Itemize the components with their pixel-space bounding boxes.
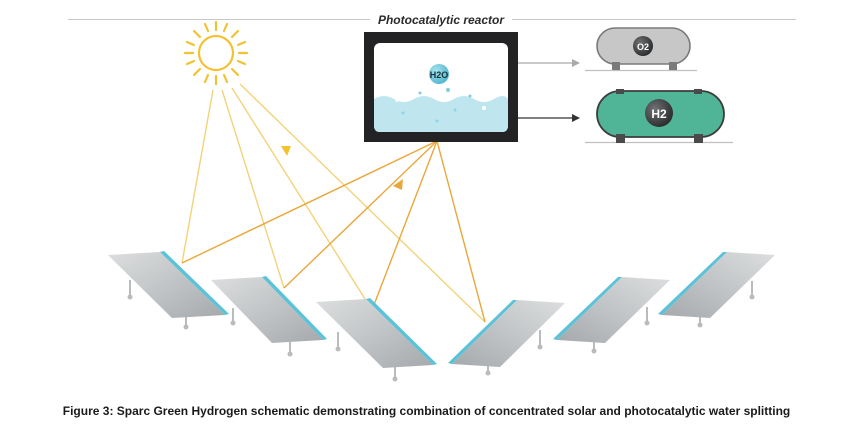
reflect-arrow-icon	[393, 179, 403, 190]
heliostat-panel-6	[658, 252, 775, 328]
photocatalytic-reactor	[364, 32, 518, 142]
sun-rays	[181, 83, 486, 323]
heliostat-panel-4	[448, 300, 565, 376]
h2-tank: H2	[585, 89, 733, 144]
ray-arrow-icon	[281, 146, 291, 156]
heliostat-panel-3	[316, 298, 437, 382]
o2-tank: O2	[585, 27, 697, 72]
h2-label: H2	[651, 107, 667, 121]
water-molecule-icon: H2O	[429, 64, 449, 84]
heliostat-panel-1	[108, 251, 229, 330]
reflected-rays	[181, 140, 486, 323]
h2o-label: H2O	[430, 70, 449, 80]
figure-caption: Figure 3: Sparc Green Hydrogen schematic…	[62, 404, 791, 418]
sun-icon	[183, 20, 249, 86]
heliostat-panel-2	[211, 276, 327, 357]
o2-label: O2	[637, 42, 649, 52]
diagram-title: Photocatalytic reactor	[378, 13, 505, 27]
heliostat-panel-5	[553, 277, 670, 354]
h2-output-arrow	[518, 114, 580, 122]
o2-output-arrow	[518, 59, 580, 67]
